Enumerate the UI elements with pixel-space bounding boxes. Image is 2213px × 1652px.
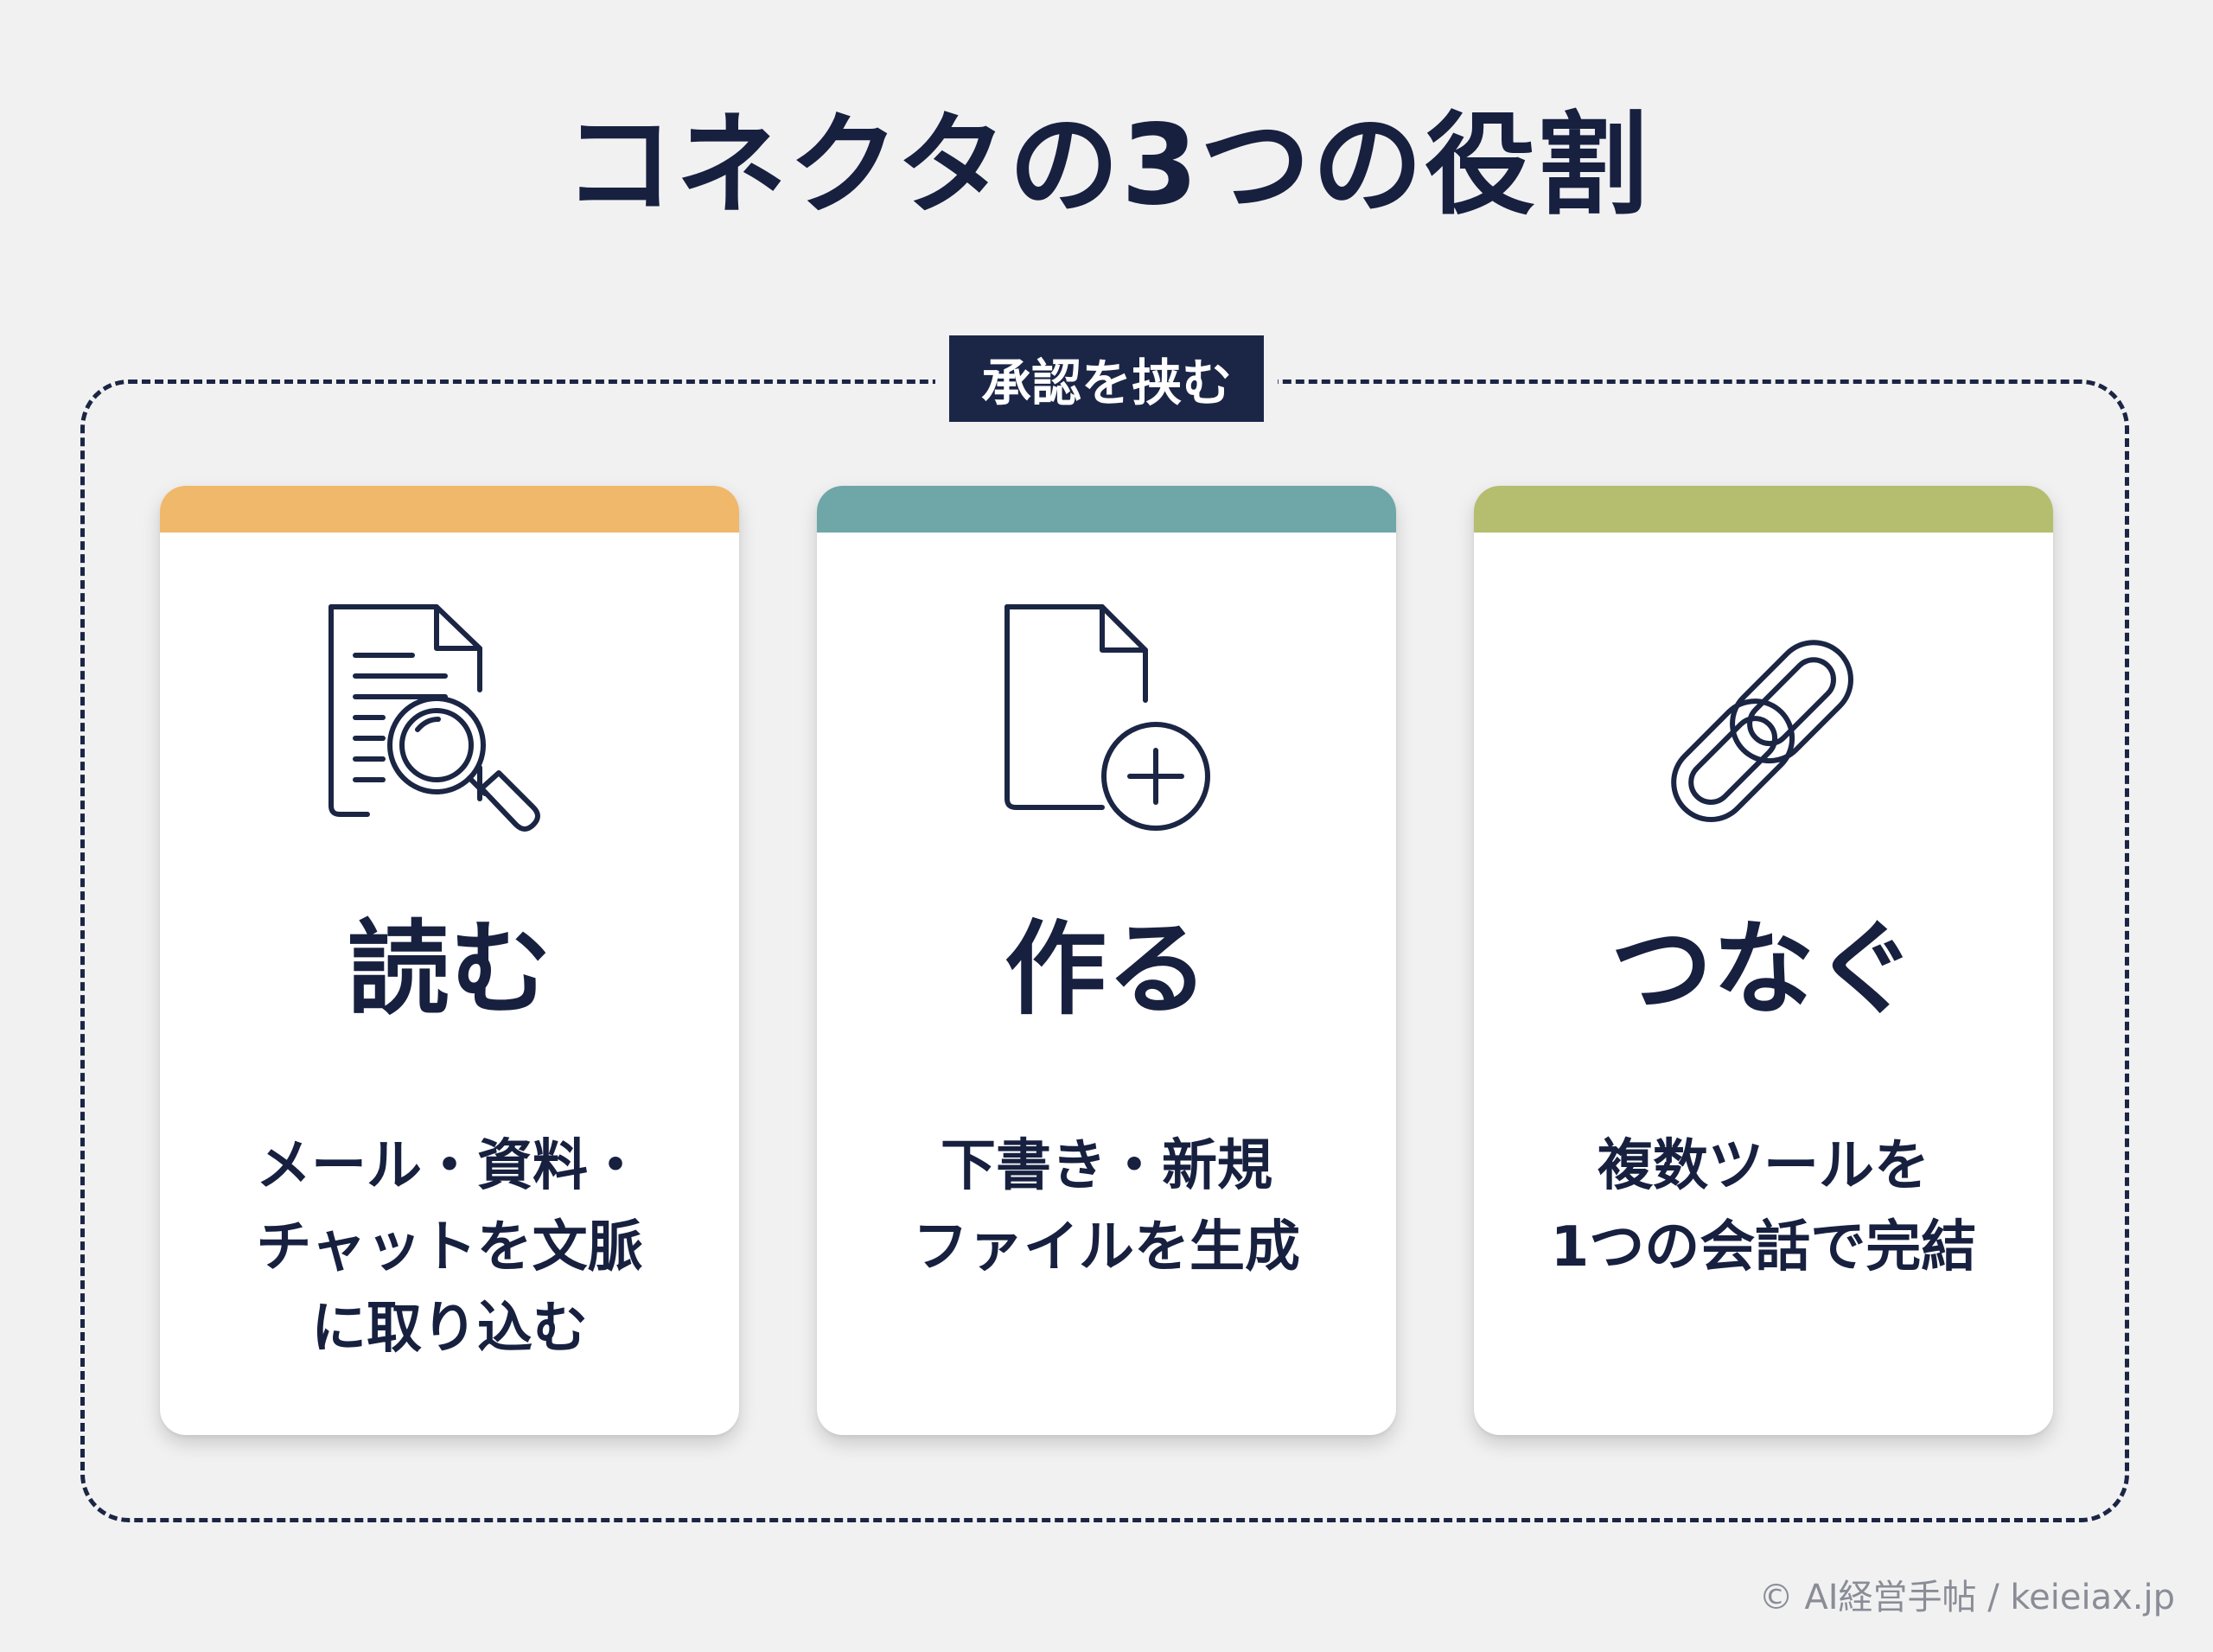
card-connect: つなぐ 複数ツールを 1つの会話で完結 [1474,486,2053,1435]
card-description-line: 1つの会話で完結 [1550,1215,1977,1279]
card-description: 複数ツールを 1つの会話で完結 [1491,1126,2036,1288]
copyright-footer: © AI経営手帖 / keieiax.jp [1758,1578,2175,1617]
card-create: 作る 下書き・新規 ファイルを生成 [817,486,1396,1435]
card-description-line: 複数ツールを [1598,1134,1929,1198]
card-description-line: 下書き・新規 [941,1134,1272,1198]
document-search-icon [316,598,584,866]
card-heading: つなぐ [1610,909,1916,1029]
chain-link-icon [1629,598,1897,866]
card-heading: 読む [347,909,552,1029]
card-description-line: メール・資料・ [256,1134,643,1198]
approval-badge: 承認を挟む [935,322,1278,436]
card-read: 読む メール・資料・ チャットを文脈 に取り込む [160,486,739,1435]
card-accent-bar [160,486,739,533]
document-add-icon [973,598,1240,866]
card-accent-bar [817,486,1396,533]
card-heading: 作る [1004,909,1209,1029]
card-description-line: ファイルを生成 [913,1215,1300,1279]
card-accent-bar [1474,486,2053,533]
card-description-line: チャットを文脈 [256,1215,643,1279]
page-title: コネクタの3つの役割 [564,101,1649,230]
card-description-line: に取り込む [311,1297,588,1361]
card-description: 下書き・新規 ファイルを生成 [834,1126,1379,1288]
card-description: メール・資料・ チャットを文脈 に取り込む [177,1126,722,1369]
